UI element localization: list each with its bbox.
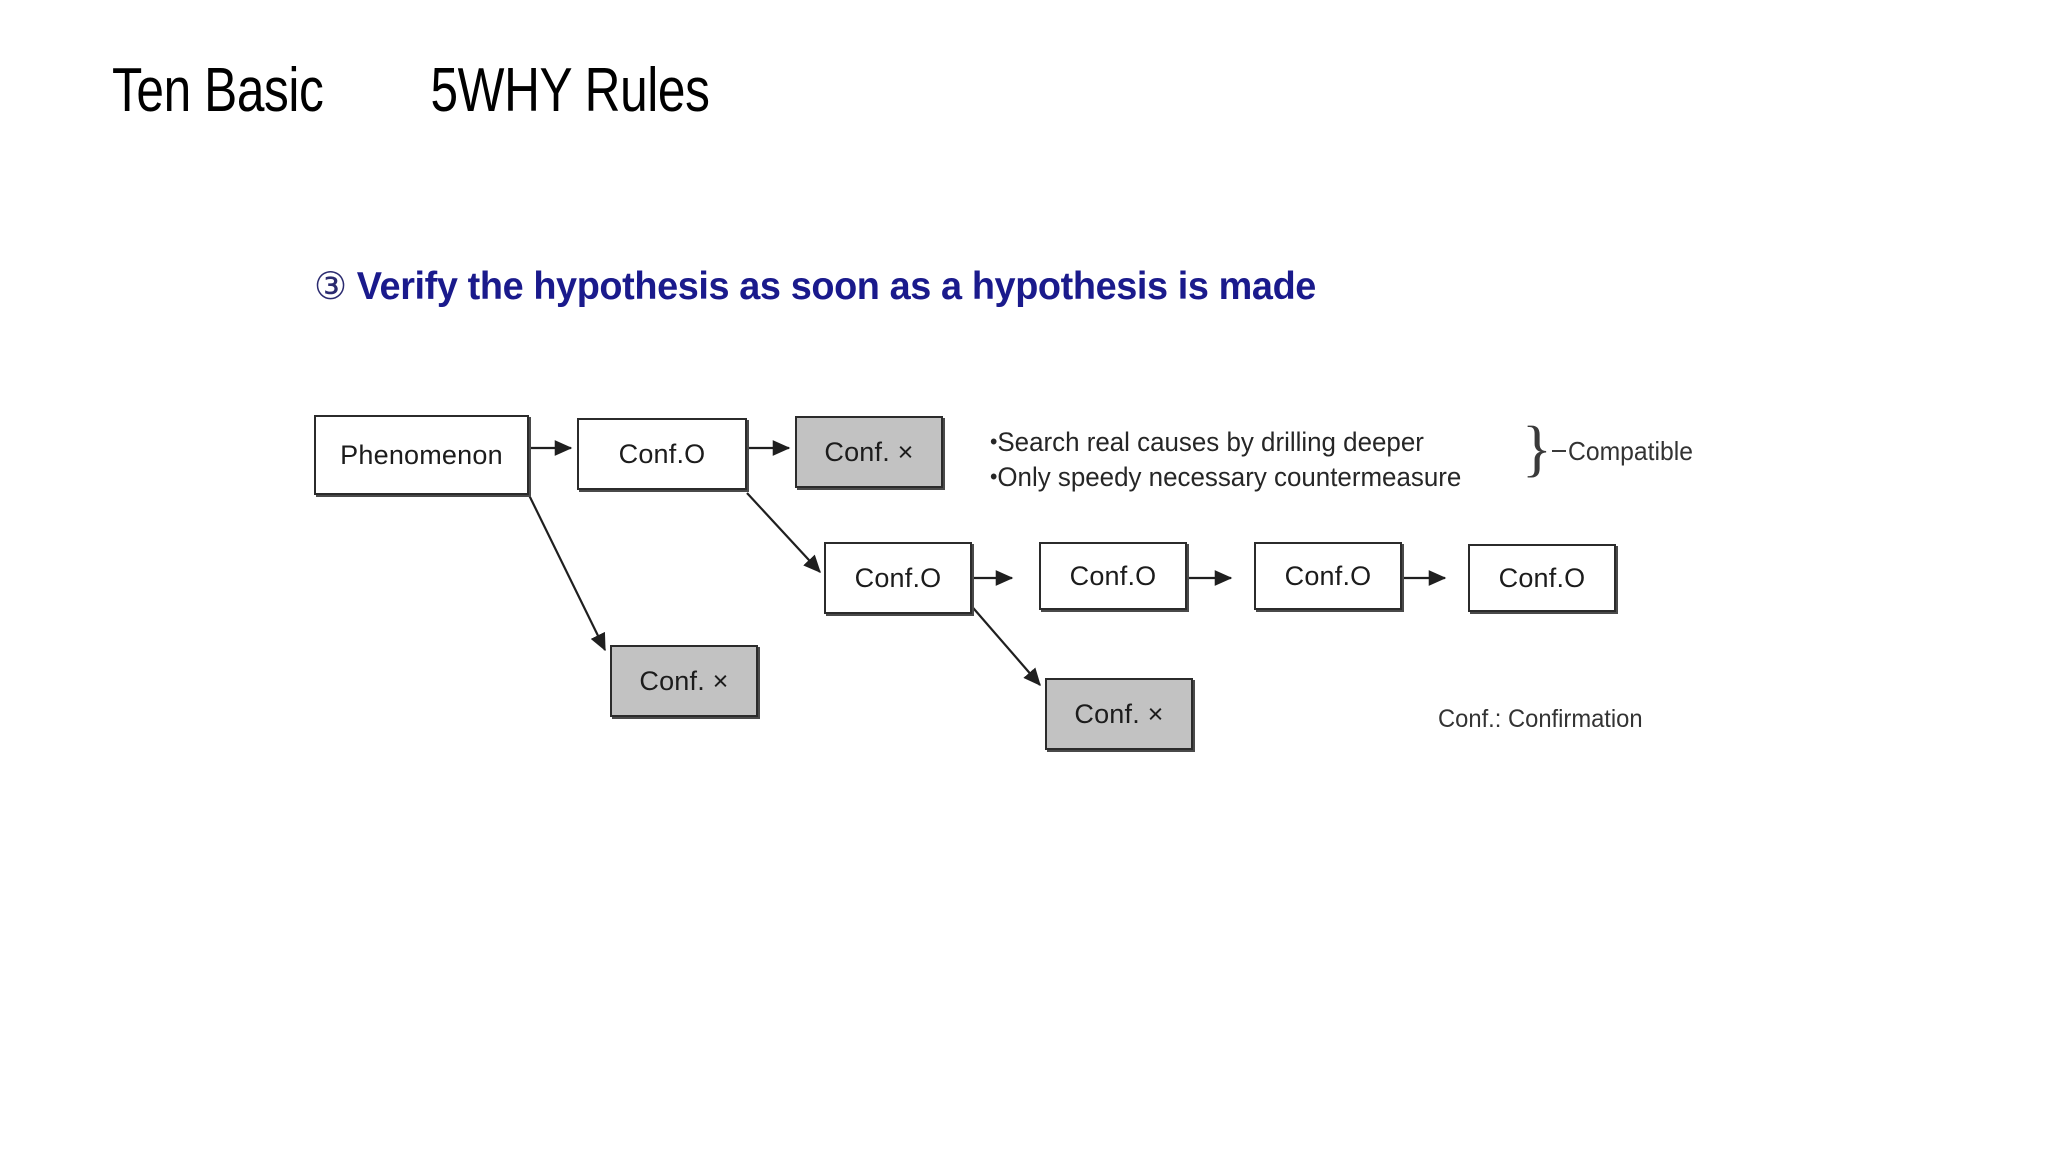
node-phenomenon-label: Phenomenon <box>340 439 503 470</box>
node-row2-conf-ok-3[interactable]: Conf.O <box>1254 542 1402 610</box>
node-row1-conf-ok[interactable]: Conf.O <box>577 418 747 490</box>
annotation-bullet-list: •Search real causes by drilling deeper •… <box>990 425 1461 495</box>
bullet-text-1: Search real causes by drilling deeper <box>997 427 1424 457</box>
node-row2-conf-ok-1-label: Conf.O <box>854 562 942 593</box>
brace-dash-icon <box>1552 450 1566 452</box>
node-row1-conf-ng-label: Conf. × <box>824 436 914 467</box>
bullet-text-2: Only speedy necessary countermeasure <box>997 462 1462 493</box>
node-branch-conf-ng[interactable]: Conf. × <box>610 645 758 717</box>
legend-confirmation: Conf.: Confirmation <box>1438 705 1643 733</box>
node-row2-conf-ok-2-label: Conf.O <box>1069 560 1157 591</box>
node-row2-conf-ok-3-label: Conf.O <box>1284 560 1372 591</box>
diagram-figure: ③ Verify the hypothesis as soon as a hyp… <box>300 250 1820 810</box>
node-row2-branch-conf-ng-label: Conf. × <box>1074 698 1164 729</box>
node-row2-conf-ok-4-label: Conf.O <box>1498 562 1586 593</box>
bullet-dot-icon: • <box>990 429 998 454</box>
list-item: •Search real causes by drilling deeper <box>990 425 1461 460</box>
node-phenomenon[interactable]: Phenomenon <box>314 415 529 495</box>
node-branch-conf-ng-label: Conf. × <box>639 665 729 696</box>
diagram-heading: ③ Verify the hypothesis as soon as a hyp… <box>314 264 1316 309</box>
node-row2-branch-conf-ng[interactable]: Conf. × <box>1045 678 1193 750</box>
circled-number-icon: ③ <box>314 266 347 308</box>
node-row1-conf-ok-label: Conf.O <box>618 438 706 469</box>
page-title: Ten Basic 5WHY Rules <box>112 56 710 125</box>
node-row2-conf-ok-1[interactable]: Conf.O <box>824 542 972 614</box>
node-row2-conf-ok-4[interactable]: Conf.O <box>1468 544 1616 612</box>
list-item: •Only speedy necessary countermeasure <box>990 460 1461 495</box>
node-row1-conf-ng[interactable]: Conf. × <box>795 416 943 488</box>
bullet-dot-icon: • <box>990 464 998 490</box>
node-row2-conf-ok-2[interactable]: Conf.O <box>1039 542 1187 610</box>
diagram-heading-text: Verify the hypothesis as soon as a hypot… <box>356 265 1317 308</box>
brace-icon: } <box>1522 415 1552 483</box>
compatible-label: Compatible <box>1568 436 1693 466</box>
